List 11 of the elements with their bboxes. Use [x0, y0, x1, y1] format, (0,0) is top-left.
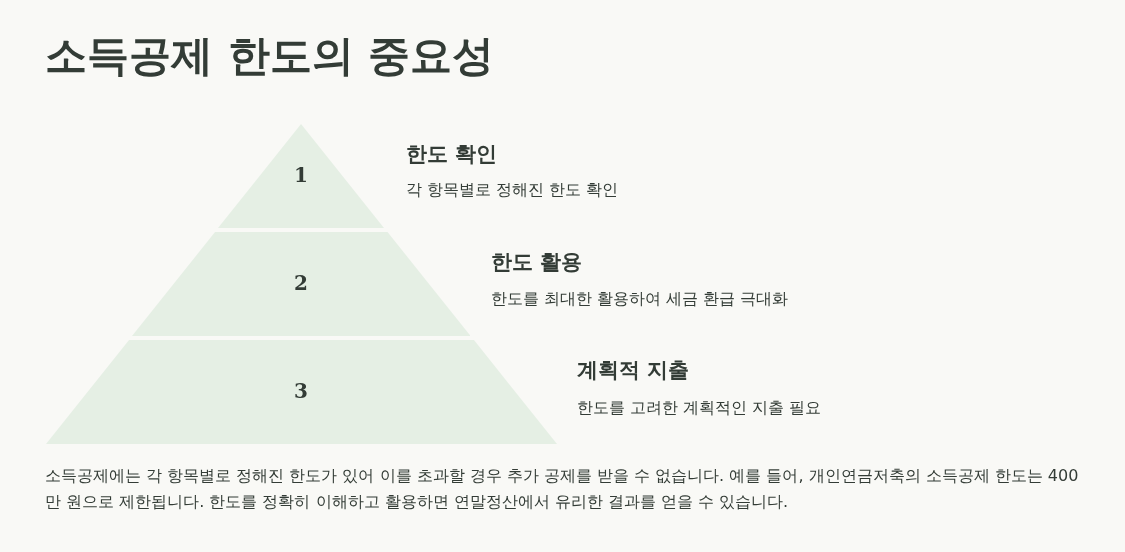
level-description: 한도를 최대한 활용하여 세금 환급 극대화	[491, 289, 789, 310]
caption: 소득공제에는 각 항목별로 정해진 한도가 있어 이를 초과할 경우 추가 공제를 받을 수 없습니다. 예를 들어, 개인연금저축의 소득공제 한도는 400만 원으로 제한됩니다. 한도를 정확히 이해하고 활용하면 연말정산에서 유리한 결과를 얻을 수 있습니다.	[45, 465, 1080, 513]
level-heading: 계획적 지출	[577, 357, 690, 384]
level-heading: 한도 확인	[406, 141, 498, 168]
level-number: 3	[293, 379, 309, 403]
level-description: 한도를 고려한 계획적인 지출 필요	[577, 398, 822, 419]
level-number: 1	[293, 163, 309, 187]
level-number: 2	[293, 271, 309, 295]
level-heading: 한도 활용	[491, 249, 583, 276]
level-description: 각 항목별로 정해진 한도 확인	[406, 180, 619, 201]
title: 소득공제 한도의 중요성	[45, 30, 495, 82]
